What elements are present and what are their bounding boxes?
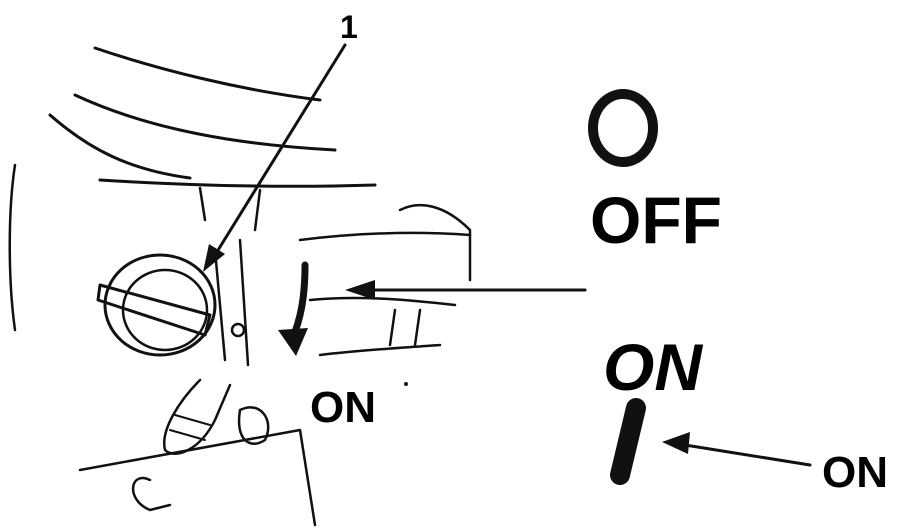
ink-dot: [404, 382, 408, 386]
pointer-on-label: ON: [822, 448, 888, 497]
rotate-direction-arrow: [278, 261, 309, 356]
on-symbol-label: ON: [603, 330, 703, 404]
on-pointer-arrow: [662, 432, 812, 467]
fuel-valve-lever: [96, 238, 250, 455]
callout-1-leader-arrow: [203, 43, 347, 272]
callout-number-1: 1: [340, 9, 358, 45]
on-symbol: ON: [603, 330, 703, 485]
pointer-arrow-to-lever: [345, 280, 587, 300]
off-circle-icon: [588, 89, 658, 167]
switch-on-label: ON: [310, 383, 376, 432]
engine-housing-sketch: [8, 46, 472, 527]
off-label: OFF: [590, 183, 722, 257]
on-bar-icon: [610, 398, 646, 485]
off-symbol: OFF: [588, 89, 722, 257]
